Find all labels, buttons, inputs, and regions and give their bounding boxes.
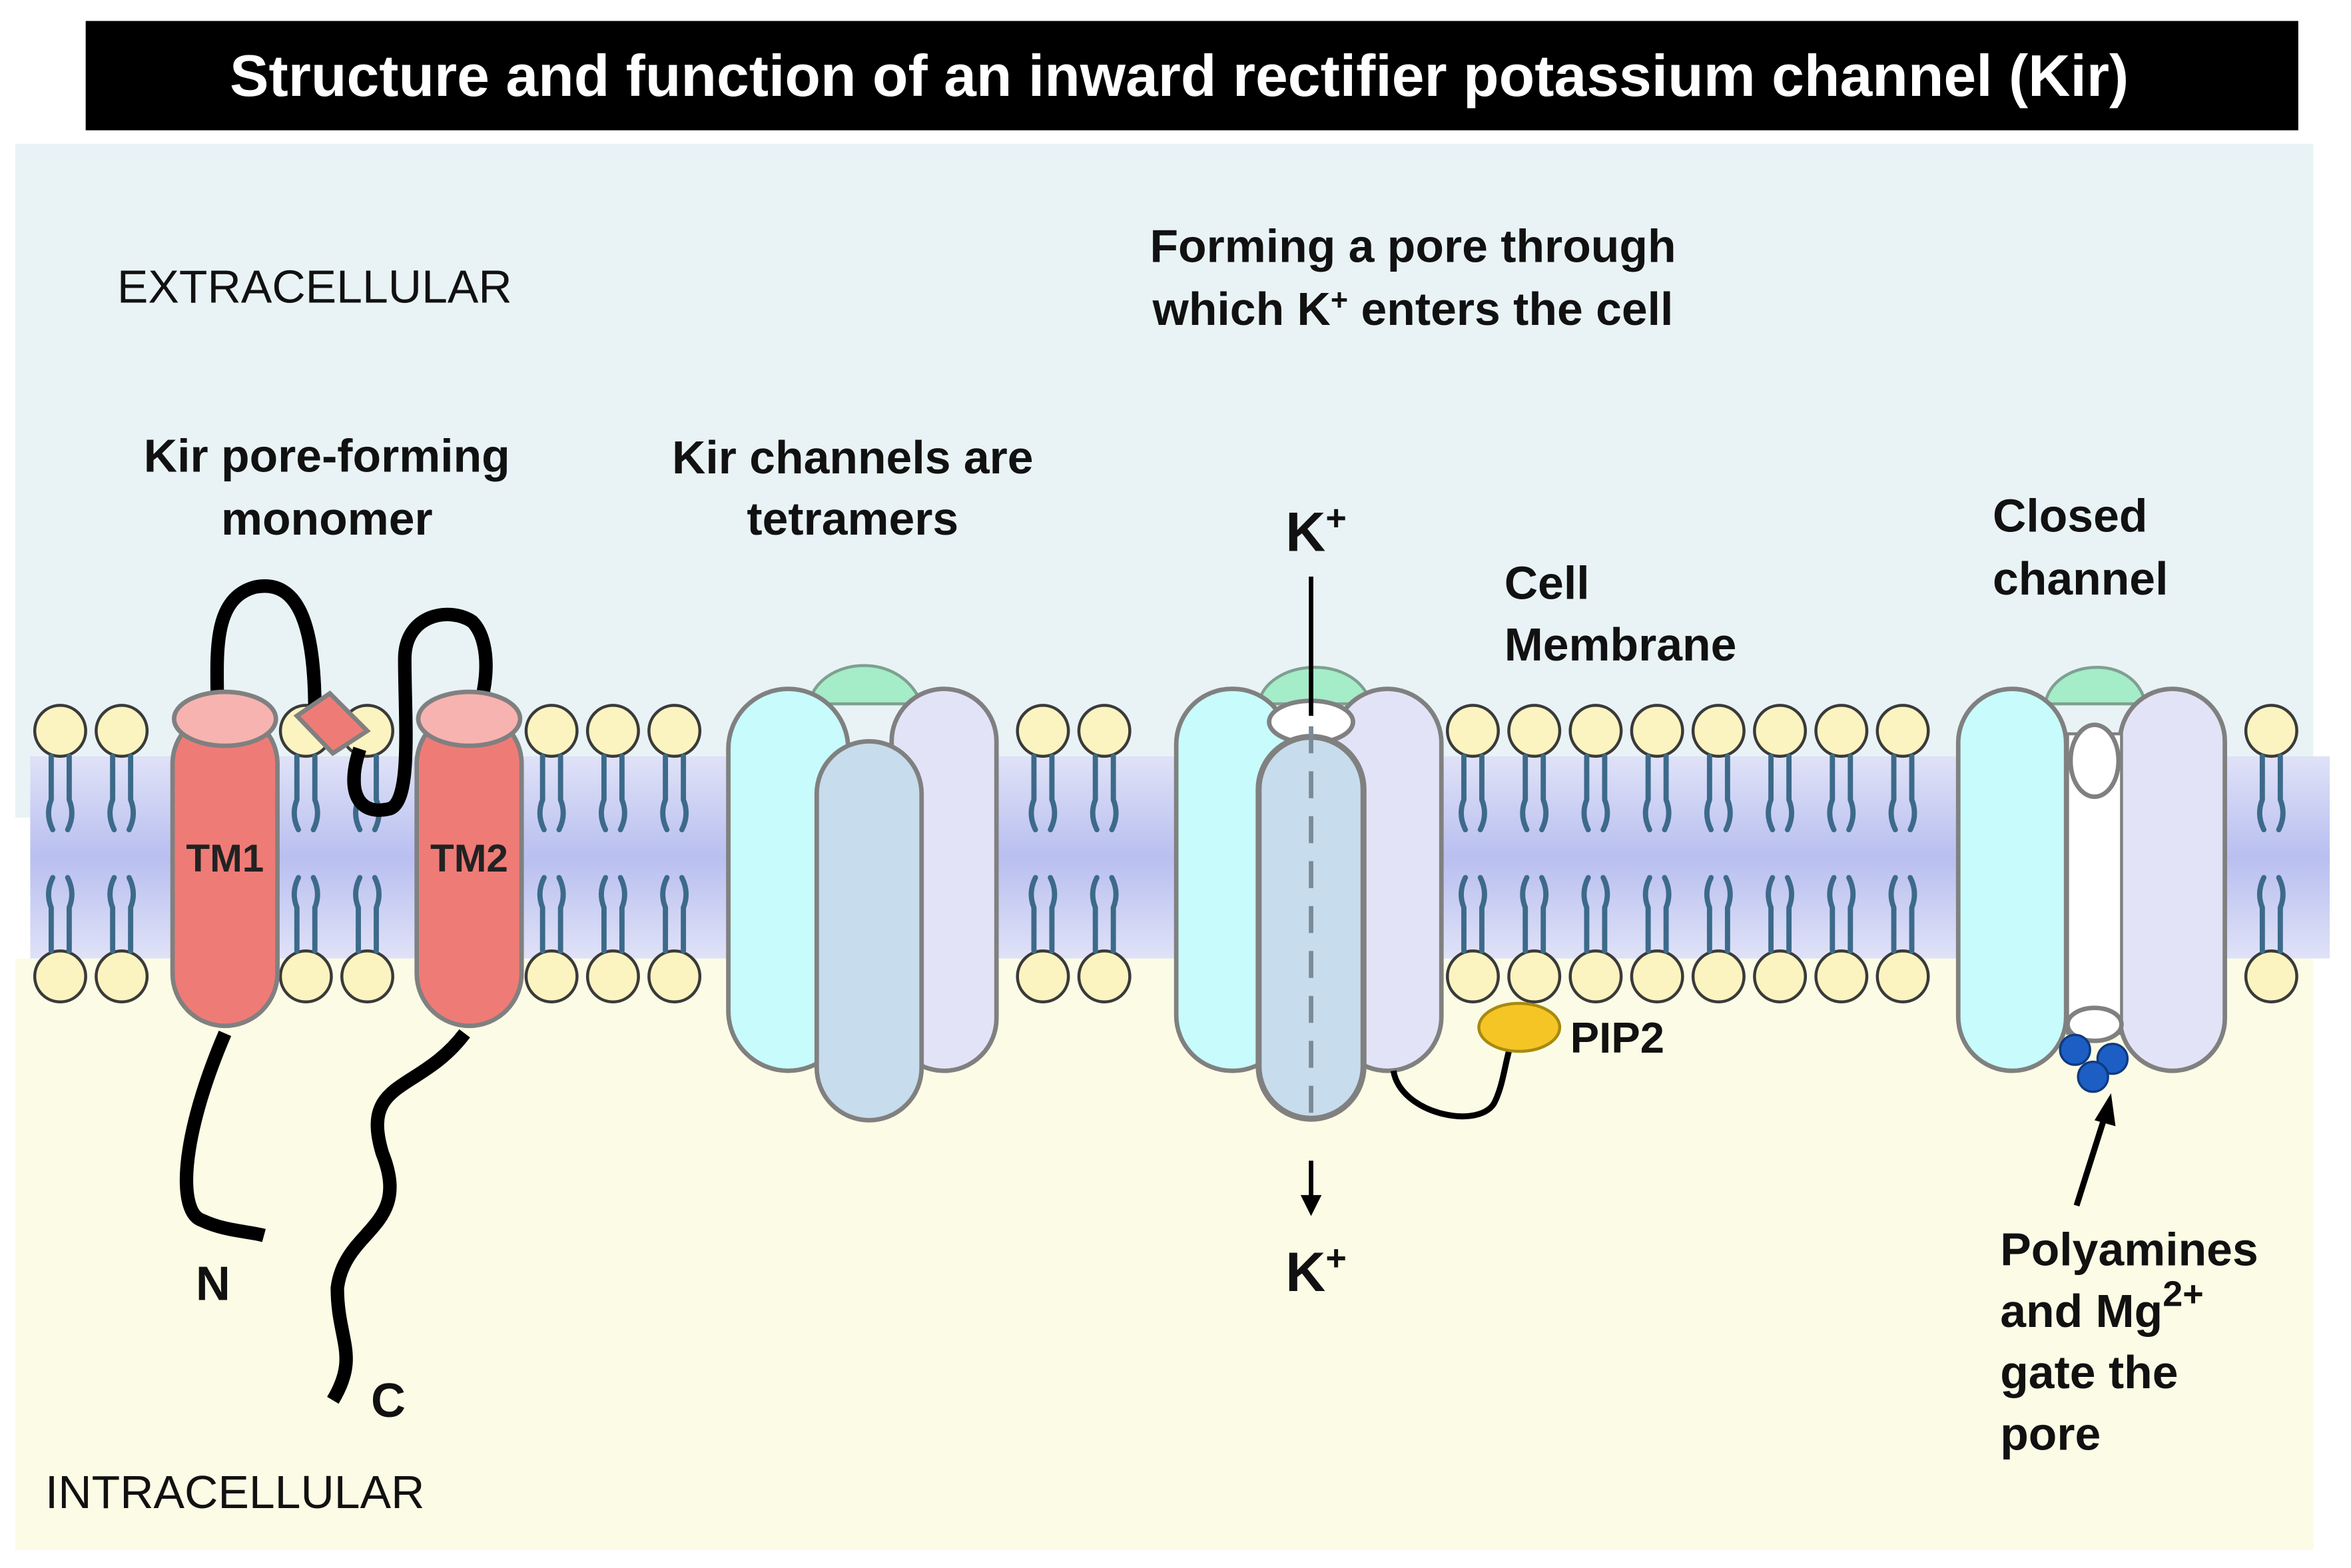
pore-title-line2: which K+ enters the cell [1152,283,1674,335]
open-channel: PIP2 Forming a pore through which K+ ent… [1150,220,1736,1303]
c-terminus-label: C [371,1374,406,1428]
pore-title-line1: Forming a pore through [1150,220,1676,272]
kir-monomer: TM1 TM2 N C Kir pore-forming monomer [144,430,524,1428]
extracellular-loop-1 [210,579,322,716]
closed-pore-bottom [2065,1005,2124,1043]
closed-title-line1: Closed [1993,489,2147,541]
closed-pore-top [2068,722,2121,799]
pip2-linker [1390,1031,1519,1120]
monomer-title-line2: monomer [221,493,433,545]
diagram-title: Structure and function of an inward rect… [230,43,2129,109]
k-ion-top-label: K+ [1285,498,1347,563]
tetramer-filter [807,664,924,706]
tm1-label: TM1 [186,837,264,880]
gate-pointer-shaft [2073,1115,2108,1207]
n-terminus-label: N [196,1257,230,1310]
membrane-label-line1: Cell [1505,557,1590,609]
pip2-molecule [1477,1001,1562,1053]
gate-label-line3: gate the [2000,1346,2178,1398]
gate-pointer-head [2094,1093,2116,1127]
polyamine-blocker-3 [2077,1061,2109,1093]
k-flux-arrowhead [1300,1194,1322,1216]
k-ion-bottom-label: K+ [1285,1238,1347,1302]
closed-subunit-right [2117,686,2227,1073]
tm2-helix-top [416,689,523,748]
extracellular-region [15,143,2314,818]
extracellular-label: EXTRACELLULAR [117,260,512,312]
tm1-helix-top [171,689,278,748]
gate-label-line1: Polyamines [2000,1224,2258,1276]
intracellular-region [15,958,2314,1551]
monomer-tail-c [327,1029,470,1404]
intracellular-label: INTRACELLULAR [45,1466,425,1518]
gate-label-line4: pore [2000,1408,2101,1459]
polyamine-blocker-1 [2059,1033,2091,1066]
gate-label-line2: and Mg2+ [2000,1274,2204,1336]
tetramer-title-line1: Kir channels are [672,431,1034,483]
closed-subunit-left [1955,686,2069,1073]
membrane-label-line2: Membrane [1505,619,1737,670]
monomer-title-line1: Kir pore-forming [144,430,510,482]
tetramer-subunit-front [814,739,924,1123]
tm2-label: TM2 [430,837,508,880]
pore-helix [293,690,371,756]
pip2-label: PIP2 [1570,1013,1664,1062]
title-bar [85,21,2298,131]
kir-tetramer: Kir channels are tetramers [672,431,1034,1123]
monomer-tail-n [179,1031,266,1242]
extracellular-loop-2 [347,607,493,817]
tetramer-title-line2: tetramers [747,493,958,545]
closed-channel: Closed channel Polyamines and Mg2+ gate … [1955,489,2258,1459]
closed-channel-filter [2043,666,2148,706]
closed-title-line2: channel [1993,553,2168,605]
